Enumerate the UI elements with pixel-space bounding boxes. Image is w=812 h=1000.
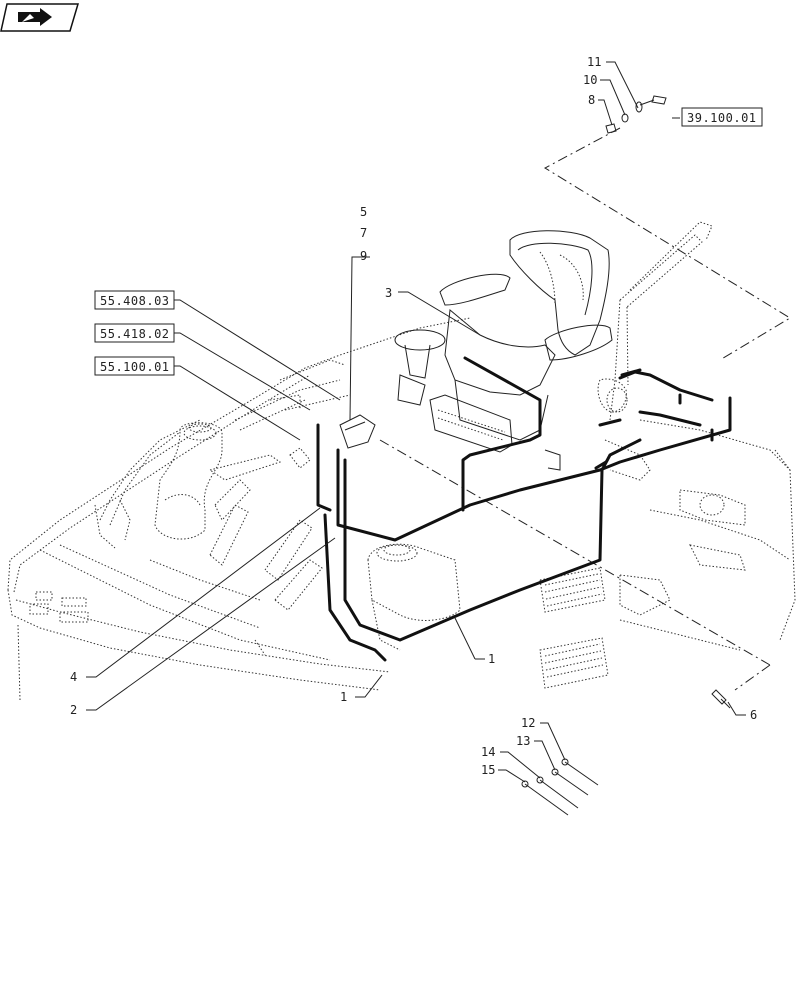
- callout-10: 10: [583, 73, 597, 87]
- leader-lines: [86, 61, 746, 783]
- side-grilles: [539, 567, 609, 689]
- callout-1-left: 1: [340, 690, 347, 704]
- callout-15: 15: [481, 763, 495, 777]
- callout-12: 12: [521, 716, 535, 730]
- nut-8: [605, 123, 617, 134]
- ref-label: 55.408.03: [100, 294, 170, 308]
- callout-7: 7: [360, 226, 367, 240]
- page-arrow-icon: [18, 8, 52, 26]
- ref-box: [681, 107, 763, 127]
- operator-seat: [429, 230, 613, 471]
- frame-rails: [149, 359, 351, 656]
- hydraulic-tank: [367, 543, 461, 651]
- callout-9: 9: [360, 249, 367, 263]
- ref-label: 55.418.02: [100, 327, 170, 341]
- washer-10: [621, 113, 629, 123]
- phantom-lines: [379, 127, 791, 691]
- harness-lines: [316, 356, 732, 662]
- bolt-11: [635, 95, 667, 113]
- bolt-6: [711, 689, 731, 709]
- ref-label: 55.100.01: [100, 360, 170, 374]
- reference-55-100-01[interactable]: 55.100.01: [94, 356, 175, 376]
- ref-box: [94, 356, 175, 376]
- callout-6: 6: [750, 708, 757, 722]
- ref-box: [94, 323, 175, 343]
- callout-1-right: 1: [488, 652, 495, 666]
- callout-5: 5: [360, 205, 367, 219]
- machine-outline: [7, 317, 471, 701]
- callout-11: 11: [587, 55, 601, 69]
- ref-box: [94, 290, 175, 310]
- nav-button[interactable]: [0, 3, 80, 32]
- callout-8: 8: [588, 93, 595, 107]
- reference-55-408-03[interactable]: 55.408.03: [94, 290, 175, 310]
- connector-module: [339, 414, 376, 449]
- reference-55-418-02[interactable]: 55.418.02: [94, 323, 175, 343]
- callout-4: 4: [70, 670, 77, 684]
- callout-2: 2: [70, 703, 77, 717]
- steering-column: [394, 329, 446, 406]
- cab-frame: [597, 221, 796, 651]
- reference-39-100-01[interactable]: 39.100.01: [681, 107, 763, 127]
- fuel-tank: [154, 422, 223, 540]
- ref-label: 39.100.01: [687, 111, 757, 125]
- callout-14: 14: [481, 745, 495, 759]
- callout-3: 3: [385, 286, 392, 300]
- callout-13: 13: [516, 734, 530, 748]
- cable-ties: [521, 758, 599, 816]
